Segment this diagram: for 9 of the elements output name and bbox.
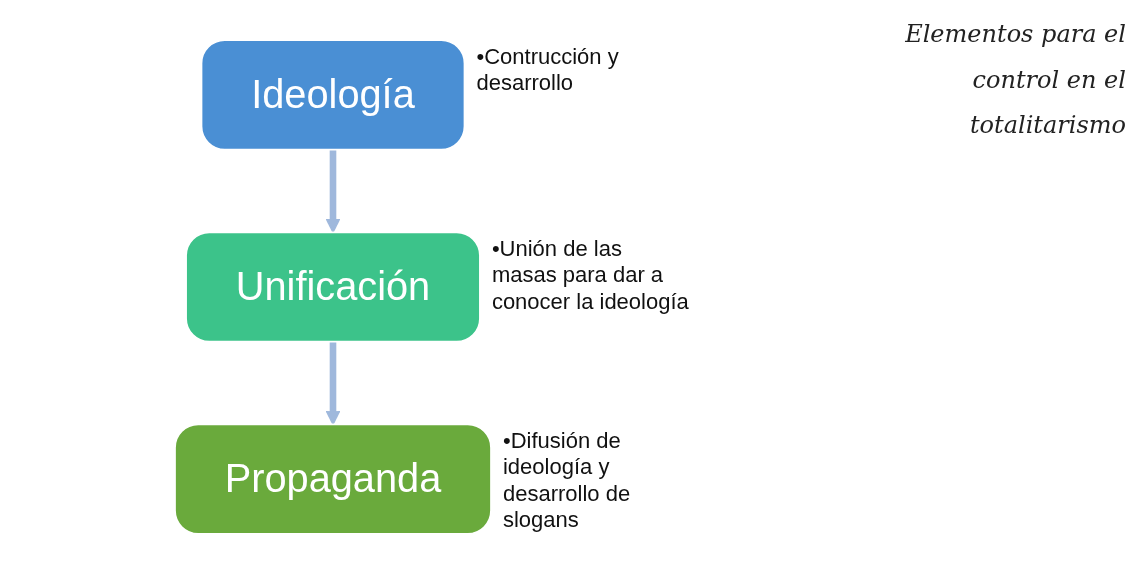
diagram-title: Elementos para el control en el totalitarismo: [904, 19, 1127, 142]
bullet-text: •Unión de las masas para dar a conocer la ideología: [491, 235, 690, 315]
node-box: Unificación: [185, 231, 481, 342]
arrow: [325, 341, 341, 425]
bullet-text: •Contrucción y desarrollo: [476, 43, 620, 97]
bullet-text: •Difusión de ideología y desarrollo de slogans: [502, 427, 632, 534]
node-box: Propaganda: [174, 423, 492, 535]
node-box: Ideología: [200, 38, 466, 150]
arrow: [325, 149, 341, 233]
